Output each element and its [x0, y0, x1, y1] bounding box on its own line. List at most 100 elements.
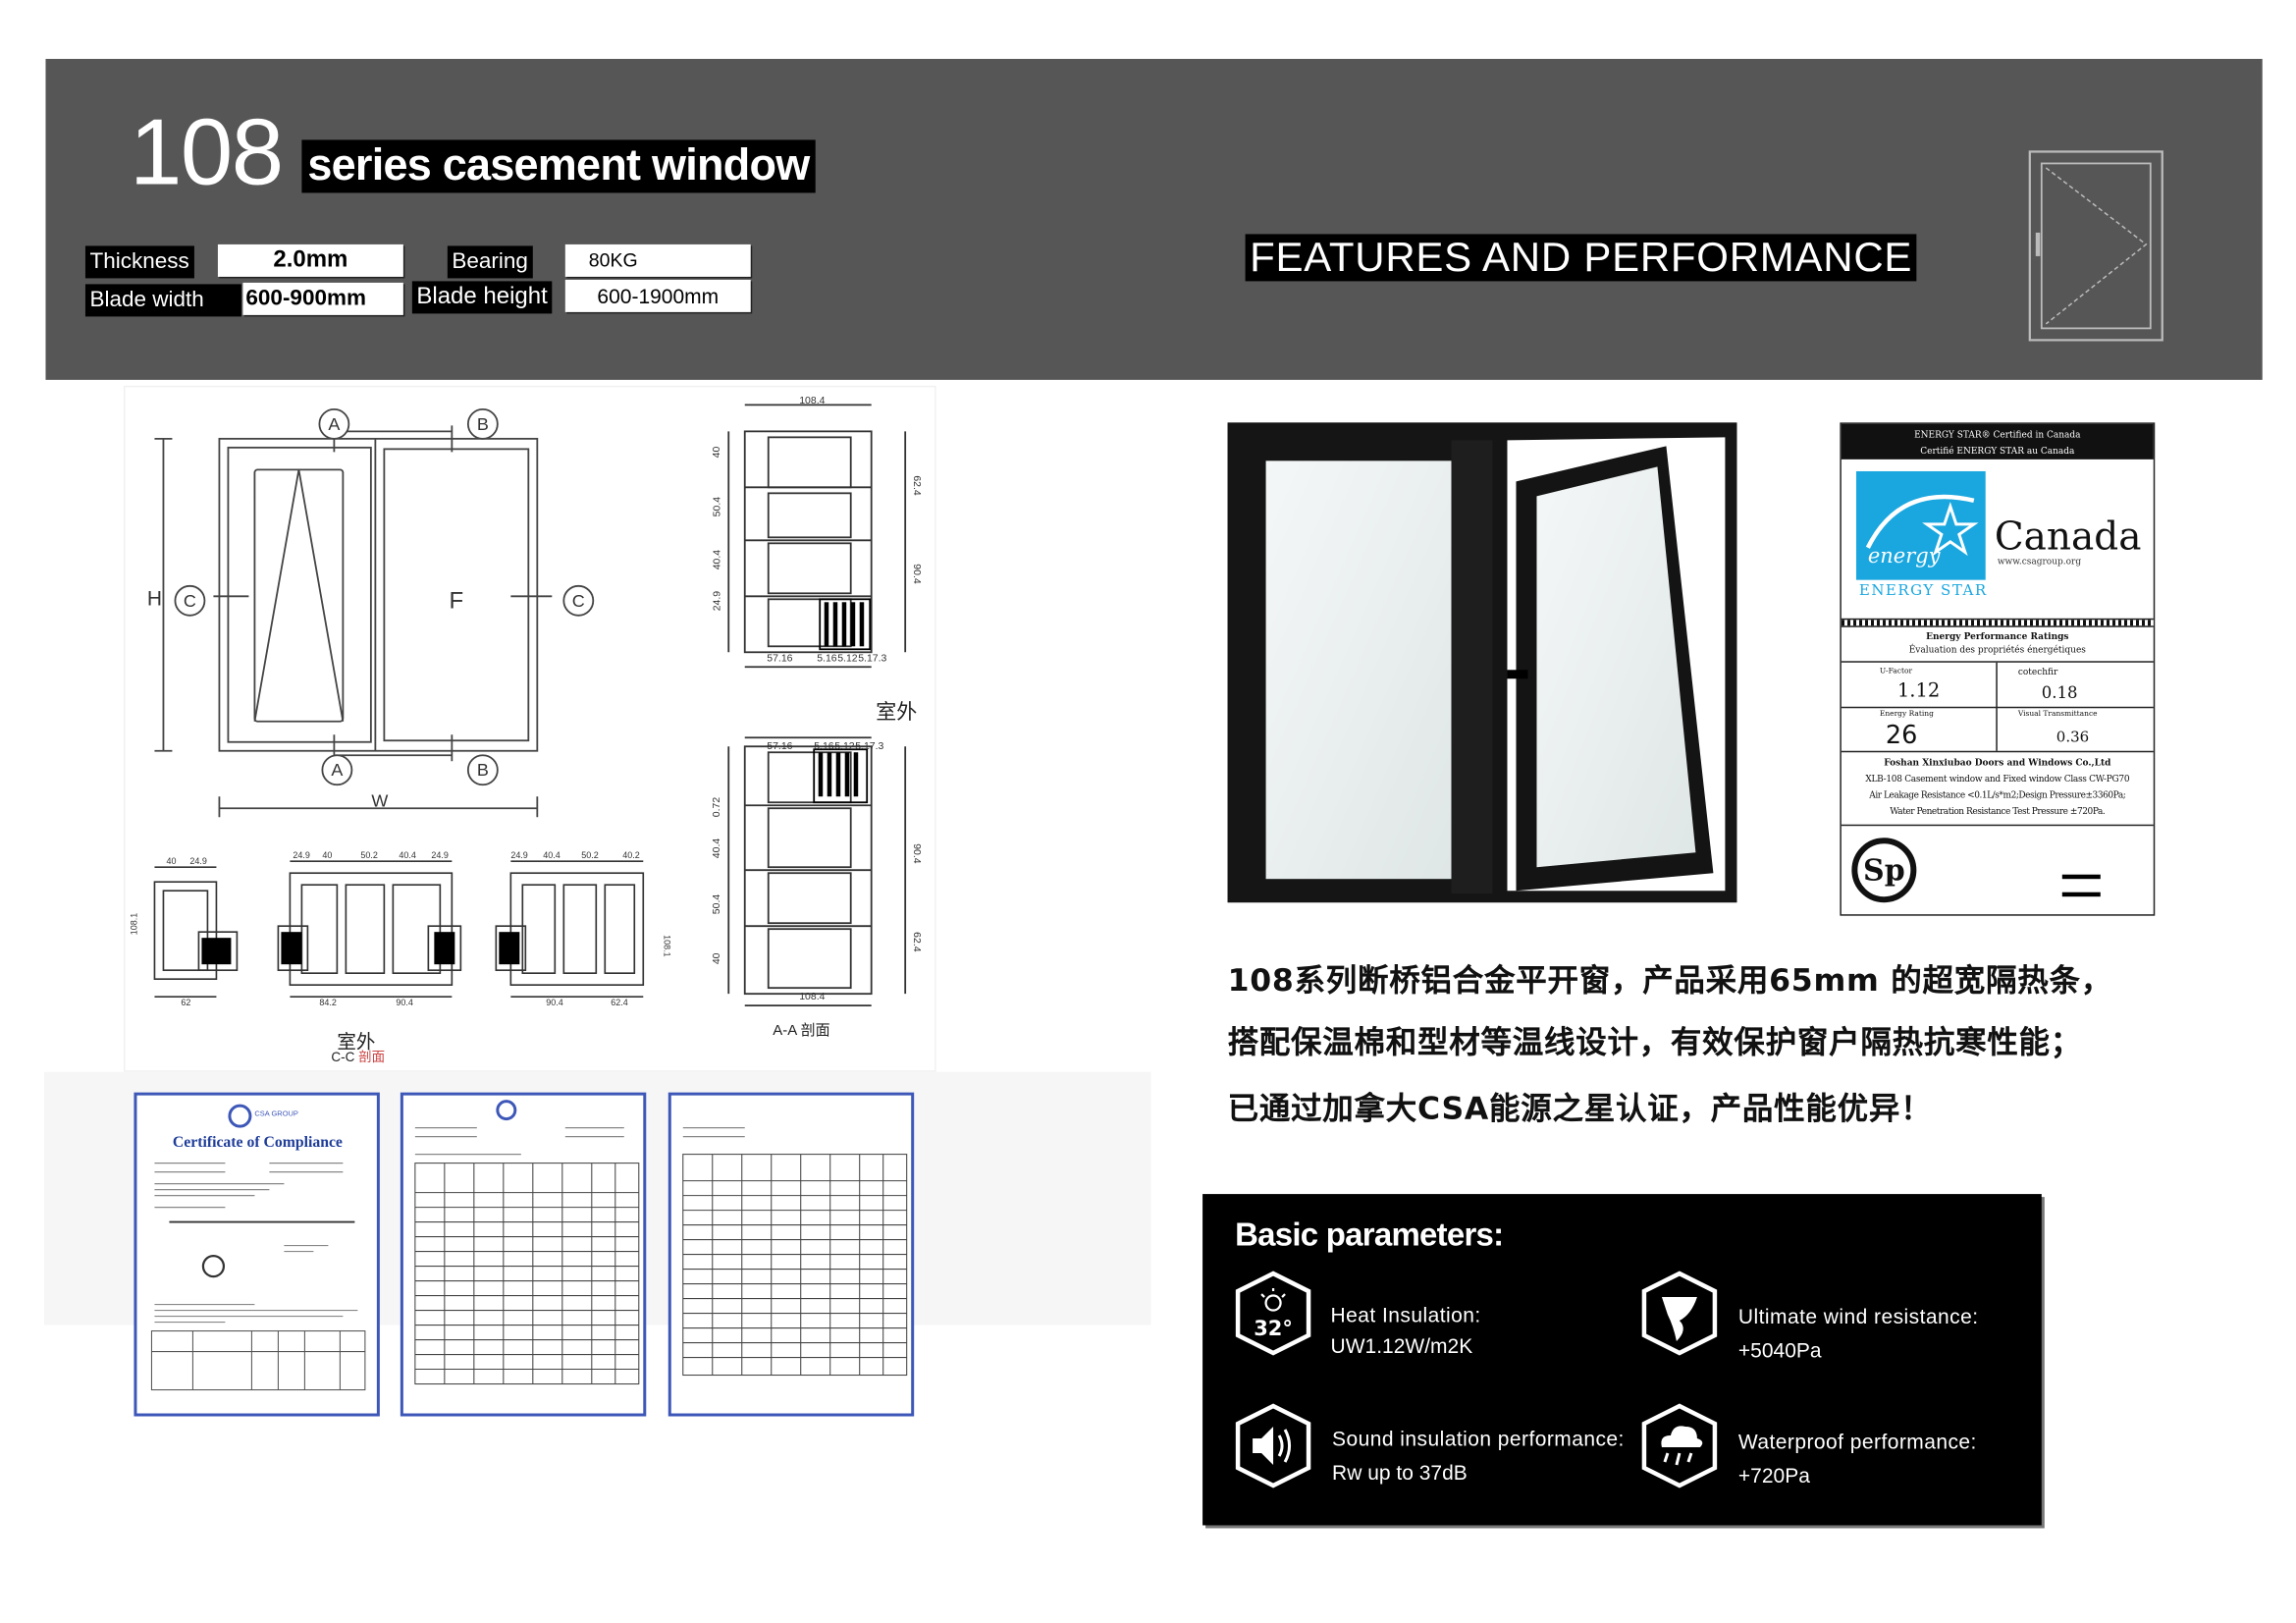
dim-row-3: 108.1: [129, 913, 138, 935]
energy-ratings-title-fr: Évaluation des propriétés énergétiques: [1908, 644, 2086, 656]
window-elevation-drawing: A B C A B C H F W: [129, 396, 922, 1007]
dim-row-16: 90.4: [546, 998, 563, 1007]
energy-ratings-title: Energy Performance Ratings: [1926, 631, 2069, 642]
dim-bot-9: 90.4: [911, 843, 922, 864]
certificate-title: Certificate of Compliance: [173, 1134, 343, 1151]
energy-brand: ENERGY STAR: [1858, 582, 1988, 600]
bearing-value: 80KG: [564, 243, 751, 277]
dim-bot-1: 57.16: [767, 741, 792, 752]
energy-website: www.csagroup.org: [1997, 556, 2082, 568]
technical-drawing: A B C A B C H F W: [123, 385, 936, 1072]
energy-star-label: ENERGY STAR® Certified in Canada Certifi…: [1840, 422, 2156, 916]
vt-label: Visual Transmittance: [2017, 709, 2098, 719]
energy-label-header: ENERGY STAR® Certified in Canada Certifi…: [1841, 423, 2154, 460]
dim-top-4: 24.9: [712, 591, 722, 612]
dim-row-13: 40.4: [543, 850, 561, 860]
blade-width-value: 600-900mm: [242, 282, 403, 315]
header-banner: [45, 58, 2263, 380]
energy-header-line-1: ENERGY STAR® Certified in Canada: [1914, 429, 2081, 441]
dim-row-2: 24.9: [189, 856, 207, 866]
series-number: 108: [129, 98, 284, 205]
letter-w: W: [371, 791, 388, 811]
dim-top-5: 62.4: [911, 475, 922, 496]
dim-top-1: 40: [712, 447, 722, 459]
dim-top-10: 5.17.3: [858, 653, 886, 664]
marker-b-top: B: [477, 414, 489, 434]
test-report-doc-1: [400, 1092, 647, 1417]
csa-brand-1: CSA GROUP: [254, 1109, 298, 1118]
marker-b-bottom: B: [477, 760, 489, 780]
section-cc-code: C-C: [331, 1050, 355, 1065]
outdoor-label-bottom: 室外: [337, 1030, 376, 1054]
casement-window-icon: [2028, 150, 2163, 342]
dim-row-9: 24.9: [431, 850, 449, 860]
dim-row-7: 50.2: [360, 850, 378, 860]
dim-row-6: 40: [322, 850, 332, 860]
marker-a-bottom: A: [331, 760, 343, 780]
dim-bot-8: 40: [712, 952, 722, 964]
dim-row-11: 90.4: [396, 998, 413, 1007]
section-cc-suffix: 剖面: [358, 1050, 386, 1065]
sound-insulation-label: Sound insulation performance:: [1332, 1427, 1625, 1451]
dim-bot-7: 50.4: [712, 894, 722, 915]
energy-rating-label: Energy Rating: [1879, 709, 1934, 719]
dim-row-14: 50.2: [581, 850, 599, 860]
dim-bot-6: 40.4: [712, 839, 722, 859]
wind-resistance-label: Ultimate wind resistance:: [1737, 1304, 1979, 1328]
description-line-2: 搭配保温棉和型材等温线设计，有效保护窗户隔热抗寒性能；: [1227, 1024, 2083, 1060]
blade-width-label: Blade width: [84, 284, 241, 317]
energy-line-1: XLB-108 Casement window and Fixed window…: [1865, 774, 2130, 785]
dim-top-8: 5.16: [817, 653, 837, 664]
u-factor-label: U-Factor: [1879, 667, 1913, 676]
report-page-2: [682, 1127, 908, 1377]
features-heading: FEATURES AND PERFORMANCE: [1245, 234, 1917, 282]
blade-height-value: 600-1900mm: [564, 279, 751, 312]
description-line-1: 108系列断桥铝合金平开窗，产品采用65mm 的超宽隔热条，: [1227, 962, 2112, 999]
bearing-label: Bearing: [447, 245, 533, 279]
dim-row-1: 40: [166, 856, 176, 866]
energy-line-3: Water Penetration Resistance Test Pressu…: [1890, 806, 2106, 818]
test-report-doc-2: [667, 1092, 915, 1417]
dim-row-15: 40.2: [622, 850, 640, 860]
wind-resistance-icon: [1641, 1271, 1718, 1356]
waterproof-value: +720Pa: [1737, 1463, 1810, 1488]
letter-h: H: [147, 587, 162, 610]
dim-top-2: 50.4: [712, 497, 722, 517]
heat-insulation-value: UW1.12W/m2K: [1330, 1333, 1473, 1358]
certificate-of-compliance-doc: CSA GROUP Certificate of Compliance: [133, 1092, 380, 1417]
dim-row-17: 62.4: [611, 998, 628, 1007]
dim-top-9: 5.12: [837, 653, 858, 664]
dim-top-3: 40.4: [712, 550, 722, 570]
dim-row-8: 40.4: [399, 850, 416, 860]
u-factor-value: 1.12: [1896, 679, 1941, 703]
dim-top-width: 108.4: [799, 396, 825, 406]
series-title: series casement window: [301, 139, 816, 193]
report-page-1: [414, 1100, 640, 1385]
thickness-label: Thickness: [84, 245, 194, 279]
thermometer-heat-icon: 32°: [1235, 1271, 1311, 1356]
energy-header-line-2: Certifié ENERGY STAR au Canada: [1920, 446, 2075, 457]
basic-parameters-panel: Basic parameters: 32° Heat Insulation: U…: [1202, 1194, 2042, 1526]
dim-bot-5: 0.72: [712, 797, 722, 818]
dim-row-5: 24.9: [293, 850, 310, 860]
energy-line-2: Air Leakage Resistance <0.1L/s*m2;Design…: [1869, 790, 2126, 801]
heat-icon-text: 32°: [1254, 1317, 1293, 1340]
dim-bot-2: 5.16: [814, 741, 834, 752]
svg-text:Sp: Sp: [1863, 854, 1905, 889]
csa-logo-icon: Sp: [1851, 838, 1917, 903]
section-aa-label: A-A 剖面: [773, 1023, 830, 1040]
energy-ratings-grid: U-Factor 1.12 cotechfir 0.18 Energy Rati…: [1841, 661, 2154, 753]
heat-insulation-label: Heat Insulation:: [1330, 1303, 1481, 1327]
dim-row-12: 24.9: [510, 850, 528, 860]
waterproof-label: Waterproof performance:: [1737, 1430, 1977, 1454]
thickness-value: 2.0mm: [217, 243, 403, 277]
sound-insulation-value: Rw up to 37dB: [1332, 1460, 1468, 1485]
section-cc-label: C-C 剖面: [331, 1047, 385, 1065]
dim-bot-4: 5.17.3: [855, 741, 883, 752]
certificate-page-1: CSA GROUP Certificate of Compliance: [150, 1104, 366, 1391]
marker-c-right: C: [572, 591, 585, 611]
shgc-value: 0.18: [2041, 682, 2078, 703]
svg-text:energy: energy: [1868, 544, 1942, 568]
shgc-label: cotechfir: [2017, 667, 2058, 677]
speaker-sound-icon: [1235, 1403, 1311, 1488]
